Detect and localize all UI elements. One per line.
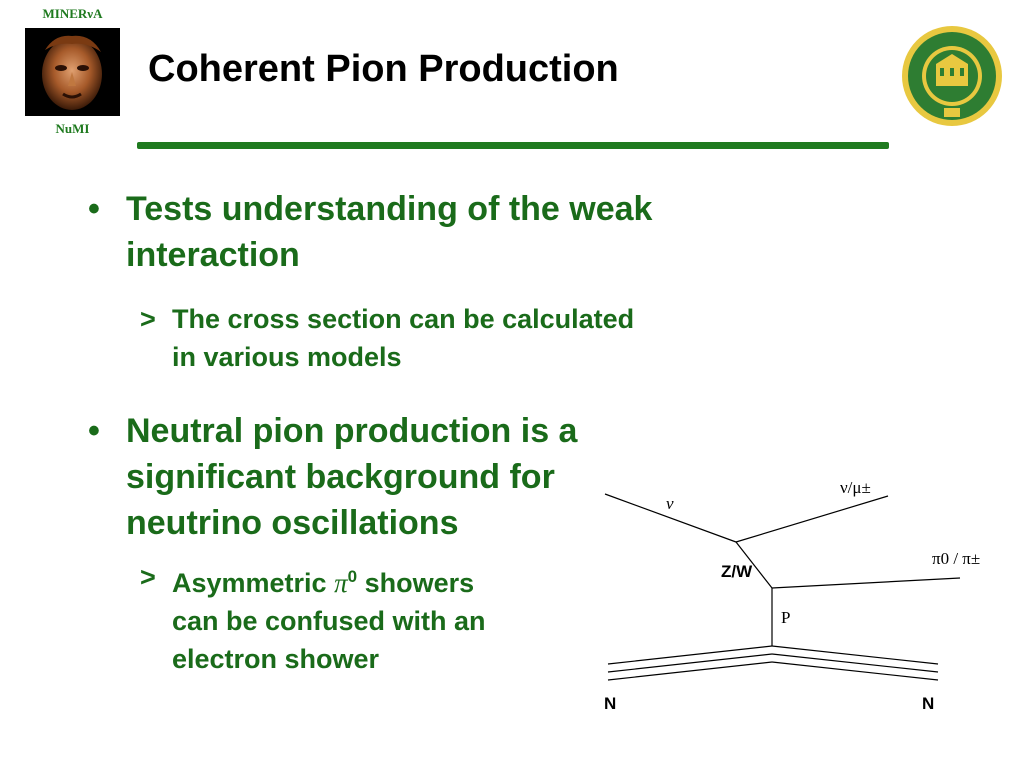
nucleus-in-line-2 bbox=[607, 653, 773, 673]
mask-logo-image bbox=[25, 28, 120, 116]
incoming-neutrino-label: ν bbox=[666, 494, 674, 513]
exchange-label: P bbox=[781, 608, 791, 627]
sub-bullet-1-line-1: The cross section can be calculated bbox=[172, 304, 635, 334]
sub-bullet-1-line-2: in various models bbox=[172, 342, 402, 372]
bullet-1-text: Tests understanding of the weak interact… bbox=[126, 186, 652, 278]
bullet-2-line-1: Neutral pion production is a bbox=[126, 412, 578, 450]
bullet-2-line-2: significant background for bbox=[126, 458, 555, 496]
outgoing-pion-label: π0 / π± bbox=[932, 549, 981, 568]
outgoing-lepton-line bbox=[735, 495, 889, 543]
bullet-1-line-1: Tests understanding of the weak bbox=[126, 190, 653, 228]
nucleus-out-line-2 bbox=[771, 653, 939, 673]
sub-bullet-2-suffix: showers bbox=[364, 568, 475, 598]
bullet-2-line-3: neutrino oscillations bbox=[126, 504, 459, 542]
sub-bullet-1-text: The cross section can be calculated in v… bbox=[172, 300, 634, 376]
numi-logo-text: NuMI bbox=[55, 121, 90, 136]
nucleus-left-label: N bbox=[604, 694, 617, 713]
nucleus-out-line-1 bbox=[771, 645, 939, 665]
sub-bullet-2-prefix: Asymmetric bbox=[172, 568, 327, 598]
bullet-marker: • bbox=[88, 190, 100, 228]
feynman-diagram bbox=[604, 493, 961, 681]
page-title: Coherent Pion Production bbox=[148, 48, 619, 90]
minerva-logo-text: MINERνA bbox=[42, 6, 103, 21]
pi-symbol: π bbox=[334, 568, 348, 598]
nucleus-in-line-1 bbox=[607, 645, 773, 665]
sub-bullet-2-line-2: can be confused with an bbox=[172, 606, 486, 636]
sub-bullet-marker: > bbox=[140, 304, 156, 334]
boson-line bbox=[735, 541, 773, 589]
nucleus-out-line-3 bbox=[771, 661, 939, 681]
pi-superscript: 0 bbox=[347, 567, 358, 586]
nucleus-in-line-3 bbox=[607, 661, 773, 681]
nucleus-right-label: N bbox=[922, 694, 935, 713]
sub-bullet-marker: > bbox=[140, 562, 156, 592]
outgoing-pion-line bbox=[771, 577, 961, 589]
bullet-2-text: Neutral pion production is a significant… bbox=[126, 408, 577, 546]
boson-label: Z/W bbox=[721, 562, 753, 581]
sub-bullet-2-text: Asymmetric π0 showers can be confused wi… bbox=[172, 558, 486, 678]
title-underline bbox=[137, 142, 889, 149]
outgoing-lepton-label: ν/μ± bbox=[840, 478, 871, 497]
college-seal-logo bbox=[900, 24, 1004, 128]
bullet-1-line-2: interaction bbox=[126, 236, 300, 274]
sub-bullet-2-line-1: Asymmetric π0 showers bbox=[172, 558, 486, 602]
bullet-marker: • bbox=[88, 412, 100, 450]
sub-bullet-2-line-3: electron shower bbox=[172, 644, 380, 674]
incoming-neutrino-line bbox=[604, 493, 737, 543]
